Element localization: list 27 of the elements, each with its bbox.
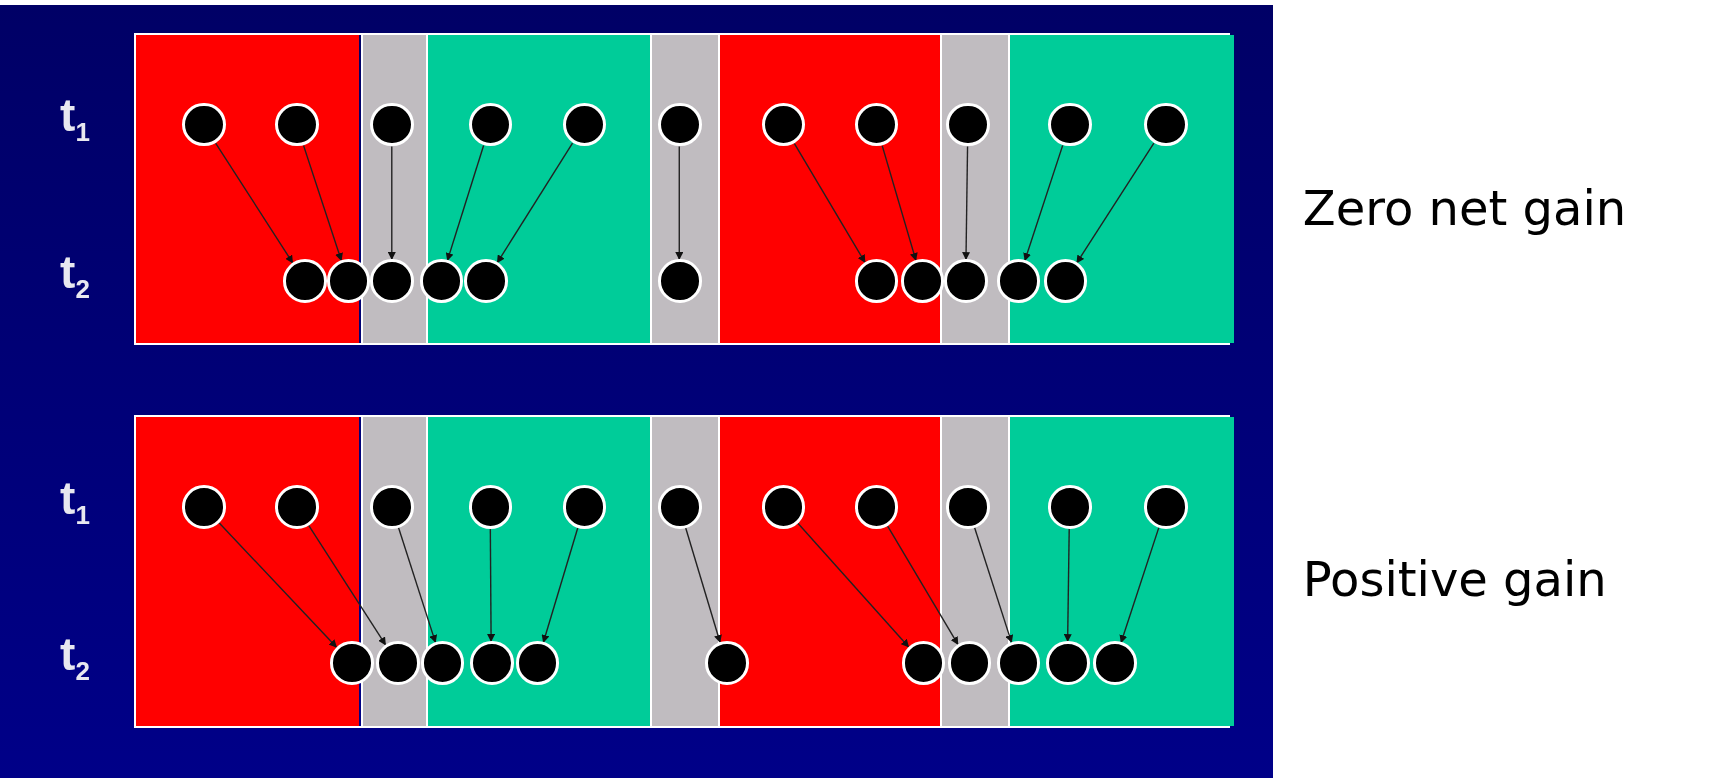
arrow [675, 145, 684, 260]
arrow [398, 527, 438, 644]
arrow [303, 144, 344, 261]
arrow [1076, 142, 1155, 264]
arrow [1064, 528, 1073, 643]
arrow [446, 144, 485, 261]
arrow [215, 142, 294, 264]
arrow [794, 142, 866, 263]
arrow [881, 144, 919, 261]
caption-text: Positive gain [1302, 555, 1607, 604]
arrow [218, 522, 338, 649]
arrow [797, 522, 910, 648]
arrow [1120, 527, 1160, 644]
arrow [1023, 144, 1064, 261]
arrow [974, 527, 1014, 644]
time-label: t$_{1}$ [60, 92, 90, 146]
arrow [886, 525, 959, 646]
arrow [497, 142, 574, 264]
time-label: t$_{1}$ [60, 475, 90, 529]
arrow [388, 145, 397, 260]
time-label: t$_{2}$ [60, 248, 90, 302]
time-label: t$_{2}$ [60, 631, 90, 685]
arrow [685, 527, 723, 644]
arrow [308, 524, 387, 646]
arrow [487, 528, 496, 643]
arrow [542, 527, 580, 644]
arrow [962, 145, 971, 260]
